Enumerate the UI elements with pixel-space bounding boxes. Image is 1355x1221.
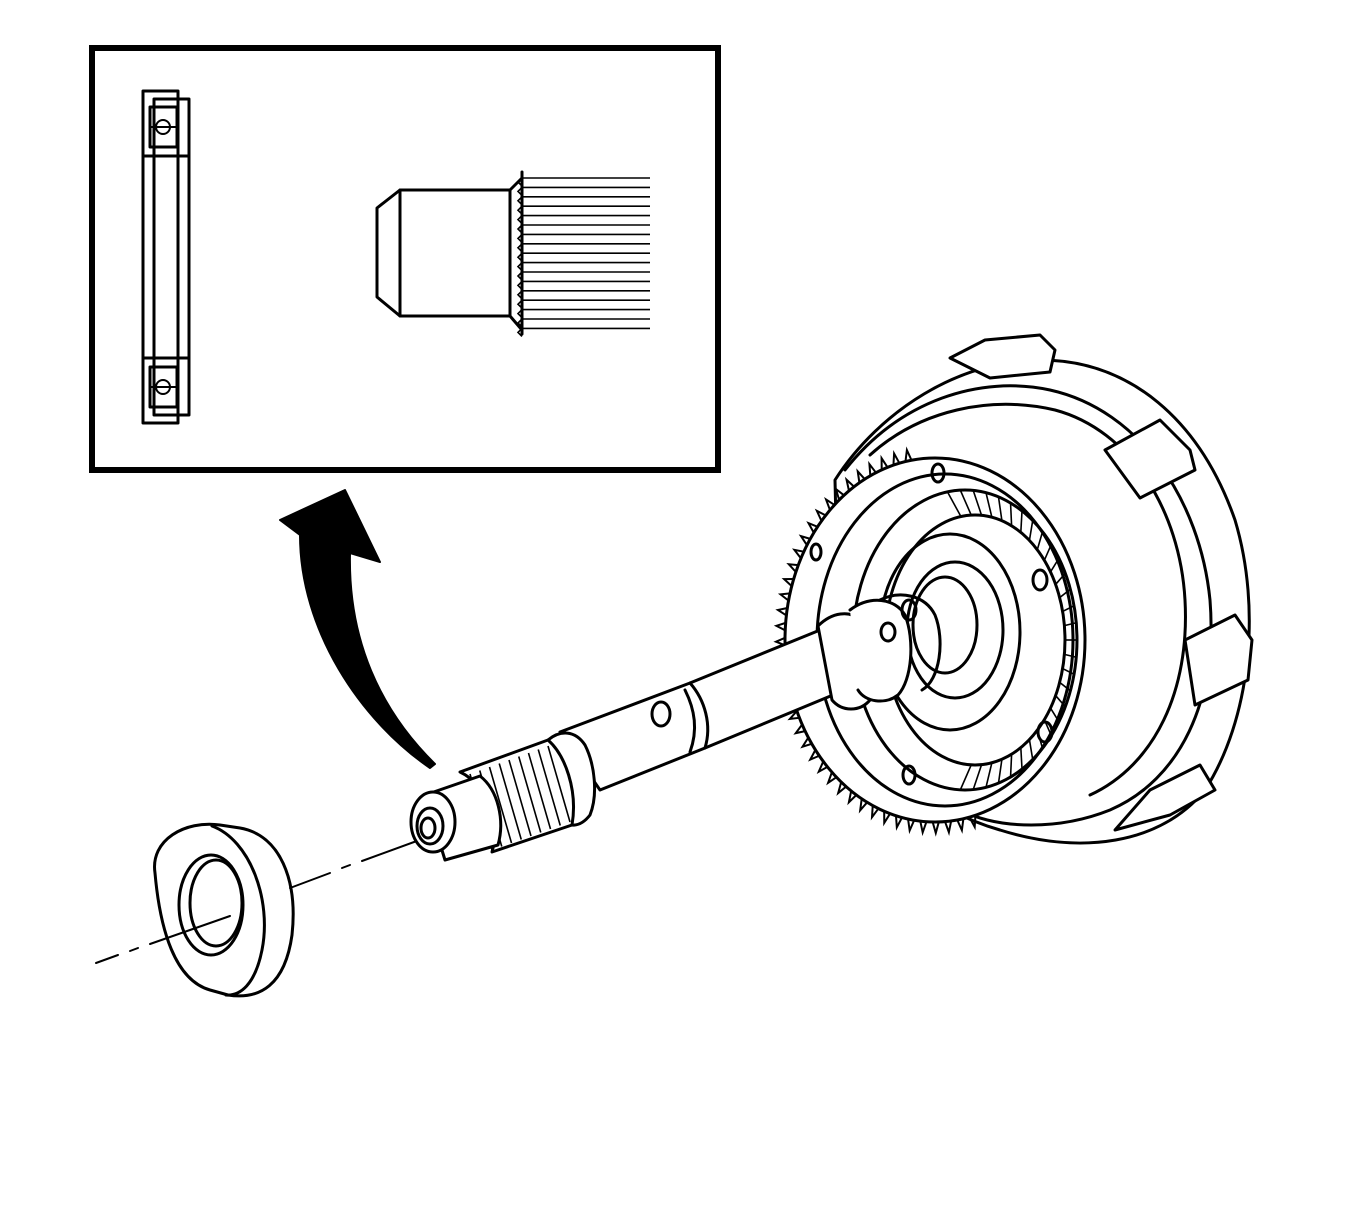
spline-notch [516,290,523,300]
gear-tooth [904,446,913,463]
spline-line [1055,695,1066,708]
spline-line [1020,510,1023,533]
gear-tooth [814,508,827,522]
gear-tooth [816,760,829,774]
spline-line [946,491,962,517]
ring-gear-drum [773,333,1254,845]
output-shaft [409,593,942,862]
direction-arrow [279,489,436,769]
gear-tooth [968,814,977,831]
gear-tooth [956,817,965,834]
internal-splines [946,489,1077,791]
spline-line [1062,605,1075,613]
spline-teeth [516,177,650,337]
spline-line [517,756,542,833]
spline-notch [516,233,523,243]
spline-line [488,766,513,844]
gear-tooth [907,818,916,835]
gear-tooth [781,578,795,588]
gear-tooth [883,810,892,827]
spline-line [1064,653,1077,659]
gear-tooth [919,820,928,837]
spline-notch [516,271,523,281]
gear-tooth [870,804,880,821]
spline-line [1028,520,1034,541]
gear-tooth [894,814,903,831]
gear-tooth [791,548,805,560]
gear-teeth [773,446,977,837]
spline-notch [516,309,523,319]
gear-tooth [826,771,838,786]
bearing-cross-section [141,89,191,425]
spline-notch [516,196,523,206]
gear-tooth [786,562,800,574]
spline-line [997,759,1003,784]
spline-notch [516,252,523,262]
spline-notch [516,215,523,225]
gear-tooth [787,709,801,721]
spline-line [498,763,523,840]
spline-line [972,764,983,790]
spline-line [1049,557,1060,573]
gear-tooth [856,468,866,484]
gear-tooth [944,819,953,836]
gear-tooth [868,460,877,477]
spline-line [508,759,532,837]
spline-line [985,492,993,518]
spline-line [1036,531,1044,551]
spline-line [1059,588,1071,599]
spline-line [1055,572,1066,585]
spline-line [959,764,972,791]
gear-tooth [836,781,848,796]
spline-notch [516,318,523,328]
gear-tooth [793,723,807,735]
spline-notch [516,186,523,196]
gear-tooth [834,486,845,501]
spline-line [1059,681,1071,692]
spline-line [1049,707,1060,723]
gear-tooth [847,789,858,806]
spline-notch [516,280,523,290]
gear-tooth [775,607,789,617]
thrust-bearing [153,822,295,998]
gear-tooth [892,449,901,467]
spline-line [972,490,983,516]
spline-line [985,762,993,788]
shaft-end-detail [375,170,650,337]
spline-line [527,752,552,830]
spline-line [997,496,1003,521]
spline-notch [516,243,523,253]
spline-line [1028,739,1034,760]
gear-tooth [777,592,792,602]
spline-notch [516,224,523,234]
gear-tooth [880,454,889,471]
spline-line [1020,747,1023,770]
gear-tooth [844,476,856,492]
gear-tooth [858,797,869,814]
gear-tooth [931,820,940,837]
gear-tooth [773,621,787,632]
spline-line [1064,621,1077,627]
centerline [95,837,426,964]
gear-tooth [806,521,819,534]
spline-line [959,489,972,516]
spline-notch [516,299,523,309]
gear-tooth [808,748,821,762]
spline-line [1009,502,1013,526]
spline-line [1009,754,1013,778]
gear-tooth [800,736,813,749]
gear-tooth [824,496,836,512]
spline-notch [516,262,523,272]
spline-notch [516,177,523,187]
spline-notch [516,327,523,337]
spline-line [1043,544,1053,561]
gear-tooth [798,534,812,547]
detail-inset [89,45,721,473]
spline-line [547,745,571,823]
spline-notch [516,205,523,215]
spline-line [1062,667,1075,675]
spline-line [537,749,562,826]
